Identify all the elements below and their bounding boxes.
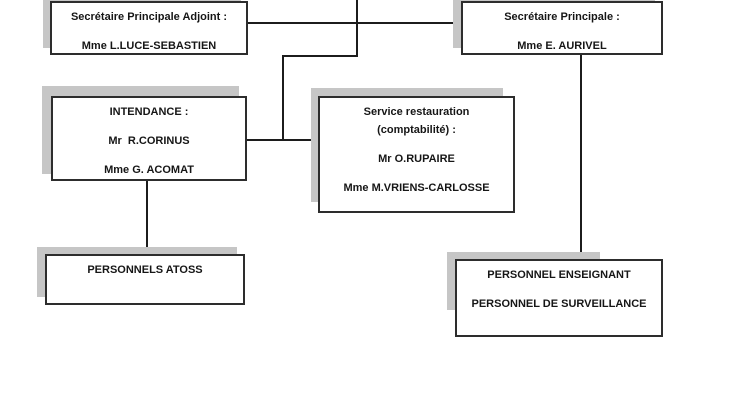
connector-top-vertical-stub — [356, 0, 358, 57]
box-personnels-atoss: PERSONNELS ATOSS — [45, 254, 245, 305]
box-text-line: Mr O.RUPAIRE — [378, 153, 455, 165]
box-secretaire-adjoint: Secrétaire Principale Adjoint : Mme L.LU… — [50, 1, 248, 55]
box-text-line: Mme G. ACOMAT — [104, 164, 194, 176]
box-text-line: Service restauration — [363, 106, 470, 118]
box-text-line: (comptabilité) : — [377, 124, 456, 136]
connector-intendance-restauration — [245, 139, 318, 141]
box-text-line: Secrétaire Principale : — [504, 11, 620, 23]
box-personnel-enseignant: PERSONNEL ENSEIGNANT PERSONNEL DE SURVEI… — [455, 259, 663, 337]
box-secretaire-principale: Secrétaire Principale : Mme E. AURIVEL — [461, 1, 663, 55]
connector-elbow-vertical — [282, 55, 284, 141]
box-text-line: Mme L.LUCE-SEBASTIEN — [81, 40, 217, 52]
box-service-restauration: Service restauration (comptabilité) : Mr… — [318, 96, 515, 213]
box-text-line: PERSONNEL ENSEIGNANT — [487, 269, 631, 281]
box-text-line: PERSONNELS ATOSS — [87, 264, 203, 276]
box-intendance: INTENDANCE : Mr R.CORINUS Mme G. ACOMAT — [51, 96, 247, 181]
box-text-line: INTENDANCE : — [109, 106, 189, 118]
connector-elbow-horizontal — [282, 55, 358, 57]
box-text-line: Mme E. AURIVEL — [517, 40, 607, 52]
box-text-line: PERSONNEL DE SURVEILLANCE — [471, 298, 647, 310]
box-text-line: Mme M.VRIENS-CARLOSSE — [343, 182, 490, 194]
connector-principale-enseignant — [580, 55, 582, 261]
connector-top-horizontal — [246, 22, 463, 24]
box-text-line: Secrétaire Principale Adjoint : — [70, 11, 228, 23]
box-text-line: Mr R.CORINUS — [108, 135, 190, 147]
connector-intendance-atoss — [146, 181, 148, 256]
